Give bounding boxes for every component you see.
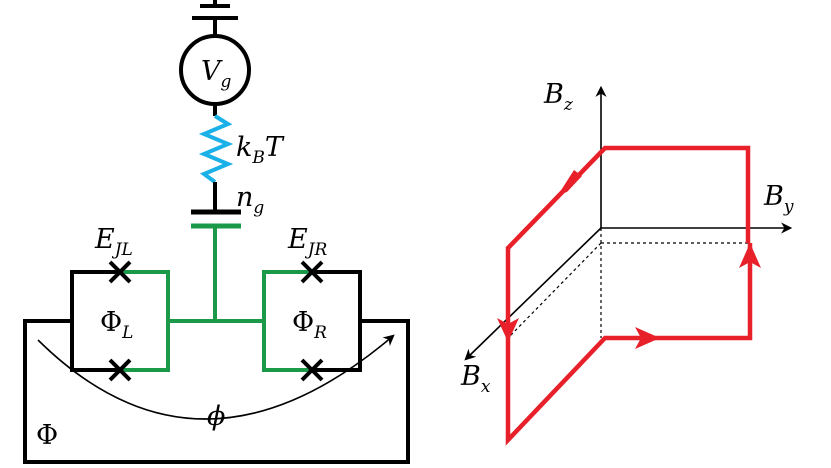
phase-arc [37,334,395,420]
resistor-label: kBT [236,132,285,168]
phi-left-label: ΦL [100,307,133,343]
junction-top-right [300,260,324,284]
ground-symbol [192,0,238,36]
bz-label: Bz [543,79,574,115]
bx-label: Bx [460,361,491,397]
junction-bottom-left [108,358,132,382]
phi-right-label: ΦR [292,307,327,343]
path-arrow-up [739,243,761,268]
ejl-label: EJL [94,224,133,260]
path-arrow-right [635,327,660,349]
junction-top-left [108,260,132,284]
flux-label: Φ [36,420,58,451]
circuit-diagram: Vg kBT ng [23,0,410,464]
phase-label: ϕ [207,401,225,432]
voltage-source-label: Vg [201,56,232,92]
dashed-guides [507,228,748,339]
gate-charge-label: ng [236,182,264,218]
field-path [505,145,753,446]
voltage-source: Vg [179,34,251,106]
ejr-label: EJR [287,224,328,260]
field-path-diagram: Bz By Bx [460,79,794,446]
by-label: By [763,181,794,217]
path-arrow-diagonal [558,170,582,195]
path-arrow-down-left [497,318,519,342]
thermal-resistor [198,114,234,184]
island-wiring [120,226,312,372]
squid-loop [23,270,410,464]
bx-axis [464,227,602,361]
junction-bottom-right [300,358,324,382]
